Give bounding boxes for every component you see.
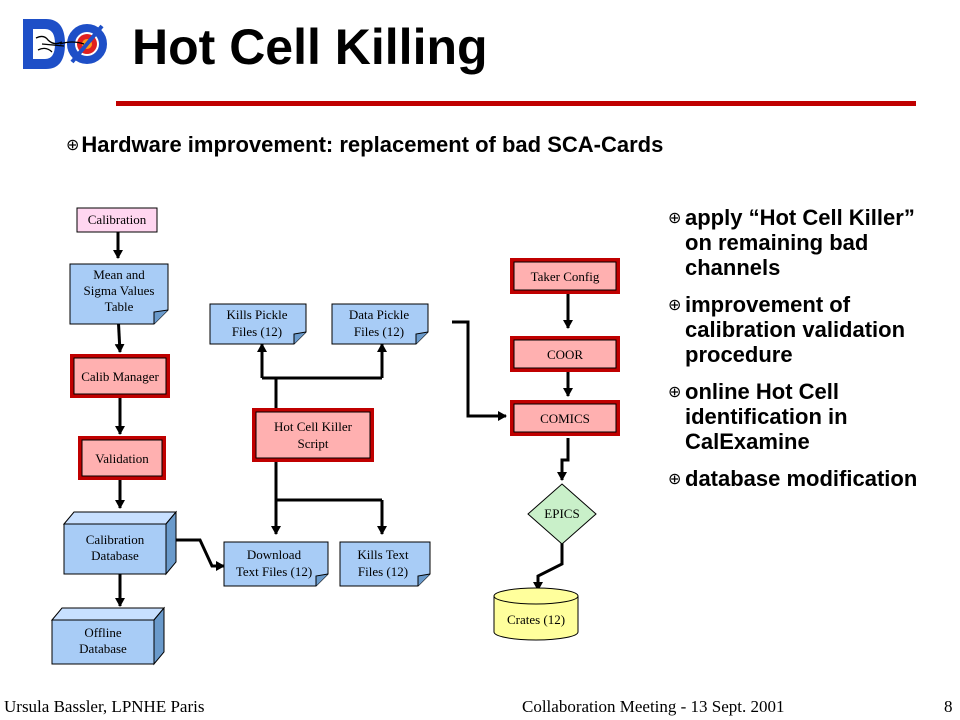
headline: ⊕Hardware improvement: replacement of ba… (66, 132, 663, 158)
node-download-text: Download Text Files (12) (223, 541, 329, 587)
svg-text:Sigma Values: Sigma Values (84, 283, 155, 298)
bullet-text: apply “Hot Cell Killer” on remaining bad… (685, 205, 915, 280)
bullet-icon: ⊕ (668, 295, 682, 314)
flow-diagram: Calibration Mean and Sigma Values Table … (50, 207, 620, 666)
svg-text:Kills Text: Kills Text (357, 547, 409, 562)
svg-text:EPICS: EPICS (544, 506, 579, 521)
bullet-text: online Hot Cell identification in CalExa… (685, 379, 848, 454)
svg-text:Kills Pickle: Kills Pickle (226, 307, 287, 322)
svg-text:Calib Manager: Calib Manager (81, 369, 159, 384)
node-mean-sigma: Mean and Sigma Values Table (69, 263, 169, 325)
svg-text:Calibration: Calibration (88, 212, 147, 227)
d0-logo (21, 17, 109, 71)
node-coor: COOR (510, 336, 620, 372)
svg-text:Table: Table (105, 299, 134, 314)
svg-text:Database: Database (79, 641, 127, 656)
headline-text: Hardware improvement: replacement of bad… (81, 132, 664, 157)
svg-text:COMICS: COMICS (540, 411, 590, 426)
svg-text:Taker Config: Taker Config (531, 269, 600, 284)
svg-text:Offline: Offline (84, 625, 122, 640)
bullet-item: ⊕improvement of calibration validation p… (668, 292, 918, 367)
svg-text:Crates (12): Crates (12) (507, 612, 565, 627)
node-crates: Crates (12) (493, 587, 579, 641)
svg-text:COOR: COOR (547, 347, 583, 362)
footer-meeting: Collaboration Meeting - 13 Sept. 2001 (522, 697, 785, 716)
node-taker-config: Taker Config (510, 258, 620, 294)
svg-text:Files (12): Files (12) (232, 324, 282, 339)
svg-text:Hot Cell Killer: Hot Cell Killer (274, 419, 353, 434)
title-rule (116, 101, 916, 106)
node-calibration-database: Calibration Database (62, 510, 178, 576)
node-calib-manager: Calib Manager (70, 354, 170, 398)
node-offline-database: Offline Database (50, 606, 166, 666)
bullet-icon: ⊕ (668, 469, 682, 488)
node-hot-cell-killer: Hot Cell Killer Script (252, 408, 374, 462)
node-comics: COMICS (510, 400, 620, 436)
bullet-text: improvement of calibration validation pr… (685, 292, 906, 367)
svg-text:Download: Download (247, 547, 302, 562)
node-data-pickle: Data Pickle Files (12) (331, 303, 429, 345)
node-epics: EPICS (527, 483, 597, 545)
bullet-icon: ⊕ (668, 382, 682, 401)
svg-text:Text Files (12): Text Files (12) (236, 564, 312, 579)
bullet-icon: ⊕ (668, 208, 682, 227)
node-kills-text: Kills Text Files (12) (339, 541, 431, 587)
node-kills-pickle: Kills Pickle Files (12) (209, 303, 307, 345)
svg-text:Validation: Validation (95, 451, 149, 466)
bullet-text: database modification (685, 466, 918, 491)
slide-title: Hot Cell Killing (132, 19, 488, 75)
bullet-item: ⊕apply “Hot Cell Killer” on remaining ba… (668, 205, 918, 280)
footer-author: Ursula Bassler, LPNHE Paris (4, 697, 205, 716)
connectors (113, 232, 573, 607)
svg-text:Data Pickle: Data Pickle (349, 307, 410, 322)
svg-text:Calibration: Calibration (86, 532, 145, 547)
node-calibration: Calibration (76, 207, 158, 233)
bullet-icon: ⊕ (66, 135, 80, 154)
svg-text:Files (12): Files (12) (358, 564, 408, 579)
svg-text:Mean and: Mean and (93, 267, 145, 282)
svg-text:Script: Script (297, 436, 328, 451)
svg-text:Files (12): Files (12) (354, 324, 404, 339)
bullet-item: ⊕database modification (668, 466, 918, 491)
node-validation: Validation (78, 436, 166, 480)
bullet-item: ⊕online Hot Cell identification in CalEx… (668, 379, 918, 454)
svg-text:Database: Database (91, 548, 139, 563)
footer-page-number: 8 (944, 697, 953, 716)
bullet-list: ⊕apply “Hot Cell Killer” on remaining ba… (668, 205, 918, 503)
